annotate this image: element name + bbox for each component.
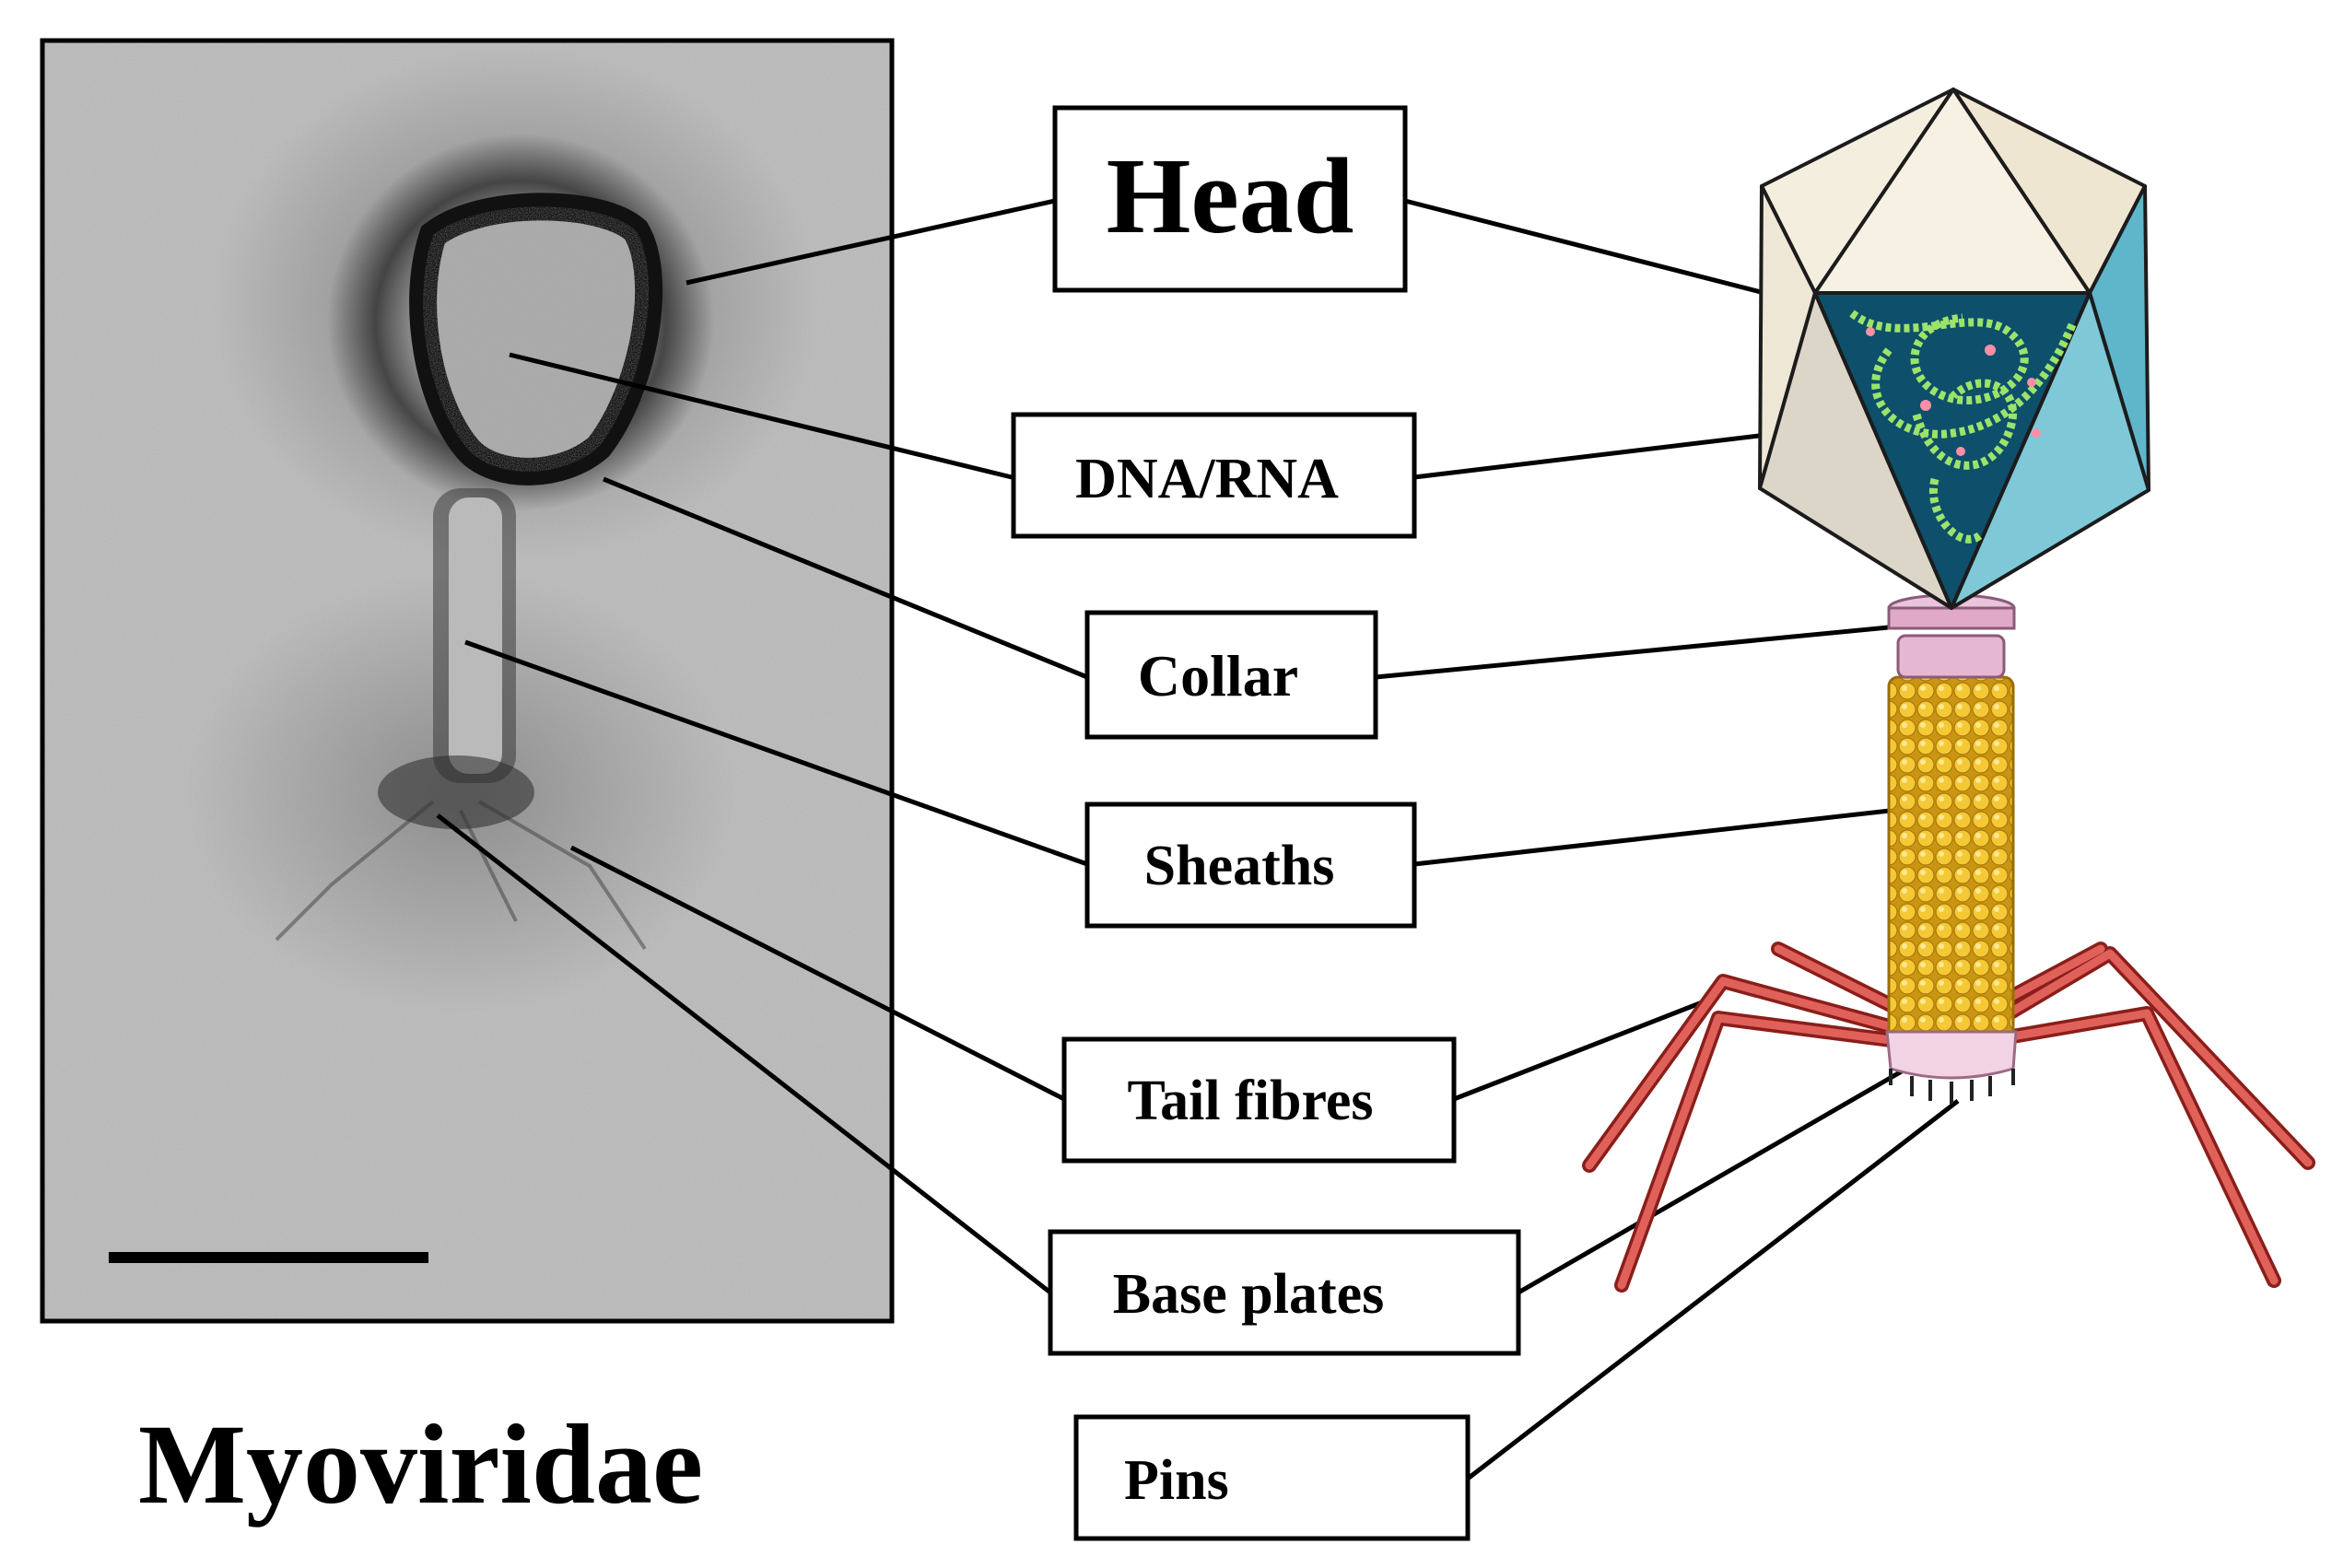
label-sheaths: Sheaths — [1144, 835, 1335, 897]
leader-collar-right — [1375, 624, 1899, 680]
micrograph-baseplate — [378, 755, 534, 829]
leader-dna-left — [509, 352, 1013, 480]
phage-illustration — [1582, 88, 2315, 1293]
micrograph-head-texture — [423, 206, 650, 472]
label-head-box: Head — [1052, 105, 1408, 293]
capsid-particles — [1866, 327, 2041, 456]
label-dna-rna-box: DNA/RNA — [1011, 412, 1417, 539]
micrograph-fibres — [275, 800, 647, 951]
collar-ring — [1896, 634, 2006, 679]
tail-fibres — [1585, 944, 2313, 1290]
leader-baseplates-right — [1517, 1052, 1932, 1295]
label-head: Head — [1107, 135, 1354, 256]
base-plate — [1885, 1030, 2018, 1080]
micrograph-tail-texture — [449, 497, 502, 774]
label-pins: Pins — [1124, 1449, 1229, 1512]
collar-band — [1887, 606, 2016, 630]
leader-fibres-left — [569, 845, 1066, 1102]
micrograph-panel — [42, 41, 892, 1321]
leader-pins-right — [1466, 1099, 1960, 1480]
label-dna-rna: DNA/RNA — [1075, 448, 1339, 510]
leader-collar-left — [603, 476, 1088, 680]
figure-caption: Myoviridae — [138, 1401, 703, 1527]
pins — [1889, 1069, 2015, 1104]
leader-sheaths-left — [464, 639, 1088, 867]
label-pins-box: Pins — [1073, 1414, 1471, 1541]
nucleic-acid — [1849, 310, 2078, 544]
label-base-plates: Base plates — [1113, 1263, 1385, 1326]
label-collar: Collar — [1138, 643, 1298, 708]
leader-fibres-right — [1453, 997, 1710, 1102]
label-tail-fibres: Tail fibres — [1127, 1070, 1373, 1132]
leader-baseplates-left — [436, 813, 1052, 1294]
leader-head-left — [686, 198, 1056, 286]
capsid — [1758, 88, 2150, 610]
label-tail-fibres-box: Tail fibres — [1061, 1036, 1457, 1164]
label-base-plates-box: Base plates — [1048, 1229, 1521, 1356]
leader-sheaths-right — [1413, 803, 1931, 867]
micrograph-frame — [40, 38, 895, 1324]
label-sheaths-box: Sheaths — [1084, 802, 1417, 929]
leader-head-right — [1404, 198, 1765, 296]
label-collar-box: Collar — [1084, 610, 1378, 740]
tail-sheath — [1887, 675, 2015, 1043]
